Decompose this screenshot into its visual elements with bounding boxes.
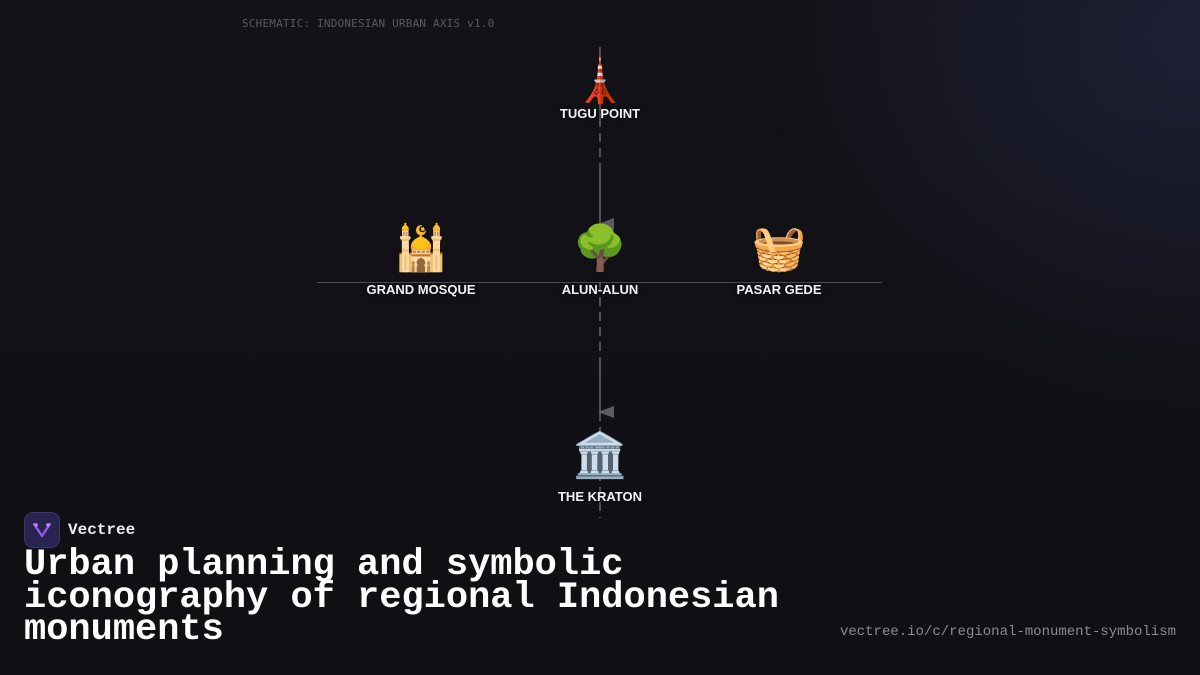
node-label: PASAR GEDE bbox=[736, 282, 822, 297]
node-label: THE KRATON bbox=[557, 489, 643, 504]
page-url[interactable]: vectree.io/c/regional-monument-symbolism bbox=[839, 624, 1176, 640]
node-label: TUGU POINT bbox=[559, 106, 641, 121]
page-title: Urban planning and symbolic iconography … bbox=[24, 544, 779, 651]
classical-building-icon: 🏛️ bbox=[572, 430, 628, 481]
node-tugu-point: 🗼 TUGU POINT bbox=[510, 55, 690, 122]
schematic-label: SCHEMATIC: INDONESIAN URBAN AXIS v1.0 bbox=[242, 17, 495, 30]
vectree-logo-icon bbox=[24, 512, 60, 548]
basket-icon: 🧺 bbox=[751, 223, 807, 274]
tree-icon: 🌳 bbox=[572, 223, 628, 274]
node-alun-alun: 🌳 ALUN-ALUN bbox=[510, 223, 690, 298]
node-label: ALUN-ALUN bbox=[561, 282, 639, 297]
tower-icon: 🗼 bbox=[572, 55, 628, 106]
node-the-kraton: 🏛️ THE KRATON bbox=[510, 430, 690, 505]
brand-name: Vectree bbox=[68, 521, 136, 539]
node-pasar-gede: 🧺 PASAR GEDE bbox=[689, 223, 869, 298]
node-grand-mosque: 🕌 GRAND MOSQUE bbox=[331, 223, 511, 298]
mosque-icon: 🕌 bbox=[393, 223, 449, 274]
node-label: GRAND MOSQUE bbox=[366, 282, 476, 297]
brand[interactable]: Vectree bbox=[24, 512, 135, 548]
